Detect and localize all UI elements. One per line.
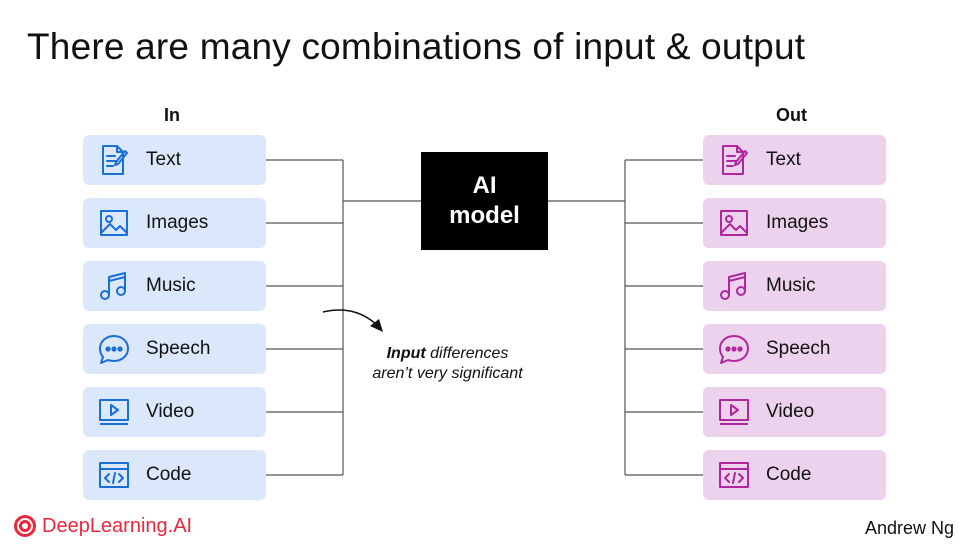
note-rest: differences [425,345,509,362]
in-item-text: Text [83,135,266,185]
deeplearning-logo: DeepLearning.AI [13,514,192,538]
out-item-label: Speech [766,338,831,359]
image-icon [97,206,131,240]
note-line2: aren’t very significant [372,365,523,382]
music-note-icon [97,269,131,303]
out-item-label: Music [766,275,816,296]
out-item-text: Text [703,135,886,185]
brand-logo-icon [14,515,36,537]
in-item-label: Text [146,149,181,170]
speech-bubble-icon [717,332,751,366]
document-pen-icon [97,143,131,177]
in-item-label: Music [146,275,196,296]
ai-model-box: AI model [421,152,548,250]
in-item-label: Code [146,464,192,485]
video-play-icon [717,395,751,429]
brand-name: DeepLearning.AI [42,514,193,537]
document-pen-icon [717,143,751,177]
out-item-label: Images [766,212,829,233]
code-window-icon [97,458,131,492]
author-name: Andrew Ng [864,518,954,538]
out-item-label: Video [766,401,815,422]
out-item-speech: Speech [703,324,886,374]
model-label-line2: model [449,202,520,229]
output-column-header: Out [776,105,807,125]
in-item-label: Images [146,212,209,233]
video-play-icon [97,395,131,429]
out-item-label: Code [766,464,812,485]
music-note-icon [717,269,751,303]
in-item-music: Music [83,261,266,311]
image-icon [717,206,751,240]
out-item-video: Video [703,387,886,437]
out-item-music: Music [703,261,886,311]
in-item-code: Code [83,450,266,500]
in-item-label: Video [146,401,195,422]
note-emphasis: Input [386,345,426,362]
out-item-images: Images [703,198,886,248]
in-item-video: Video [83,387,266,437]
out-item-label: Text [766,149,801,170]
input-column-header: In [164,105,180,125]
in-item-images: Images [83,198,266,248]
speech-bubble-icon [97,332,131,366]
model-label-line1: AI [472,172,497,199]
out-item-code: Code [703,450,886,500]
in-item-speech: Speech [83,324,266,374]
annotation-note: Input differences aren’t very significan… [340,344,555,384]
curved-arrow-head [370,319,383,332]
in-item-label: Speech [146,338,211,359]
slide-title: There are many combinations of input & o… [27,26,806,67]
code-window-icon [717,458,751,492]
